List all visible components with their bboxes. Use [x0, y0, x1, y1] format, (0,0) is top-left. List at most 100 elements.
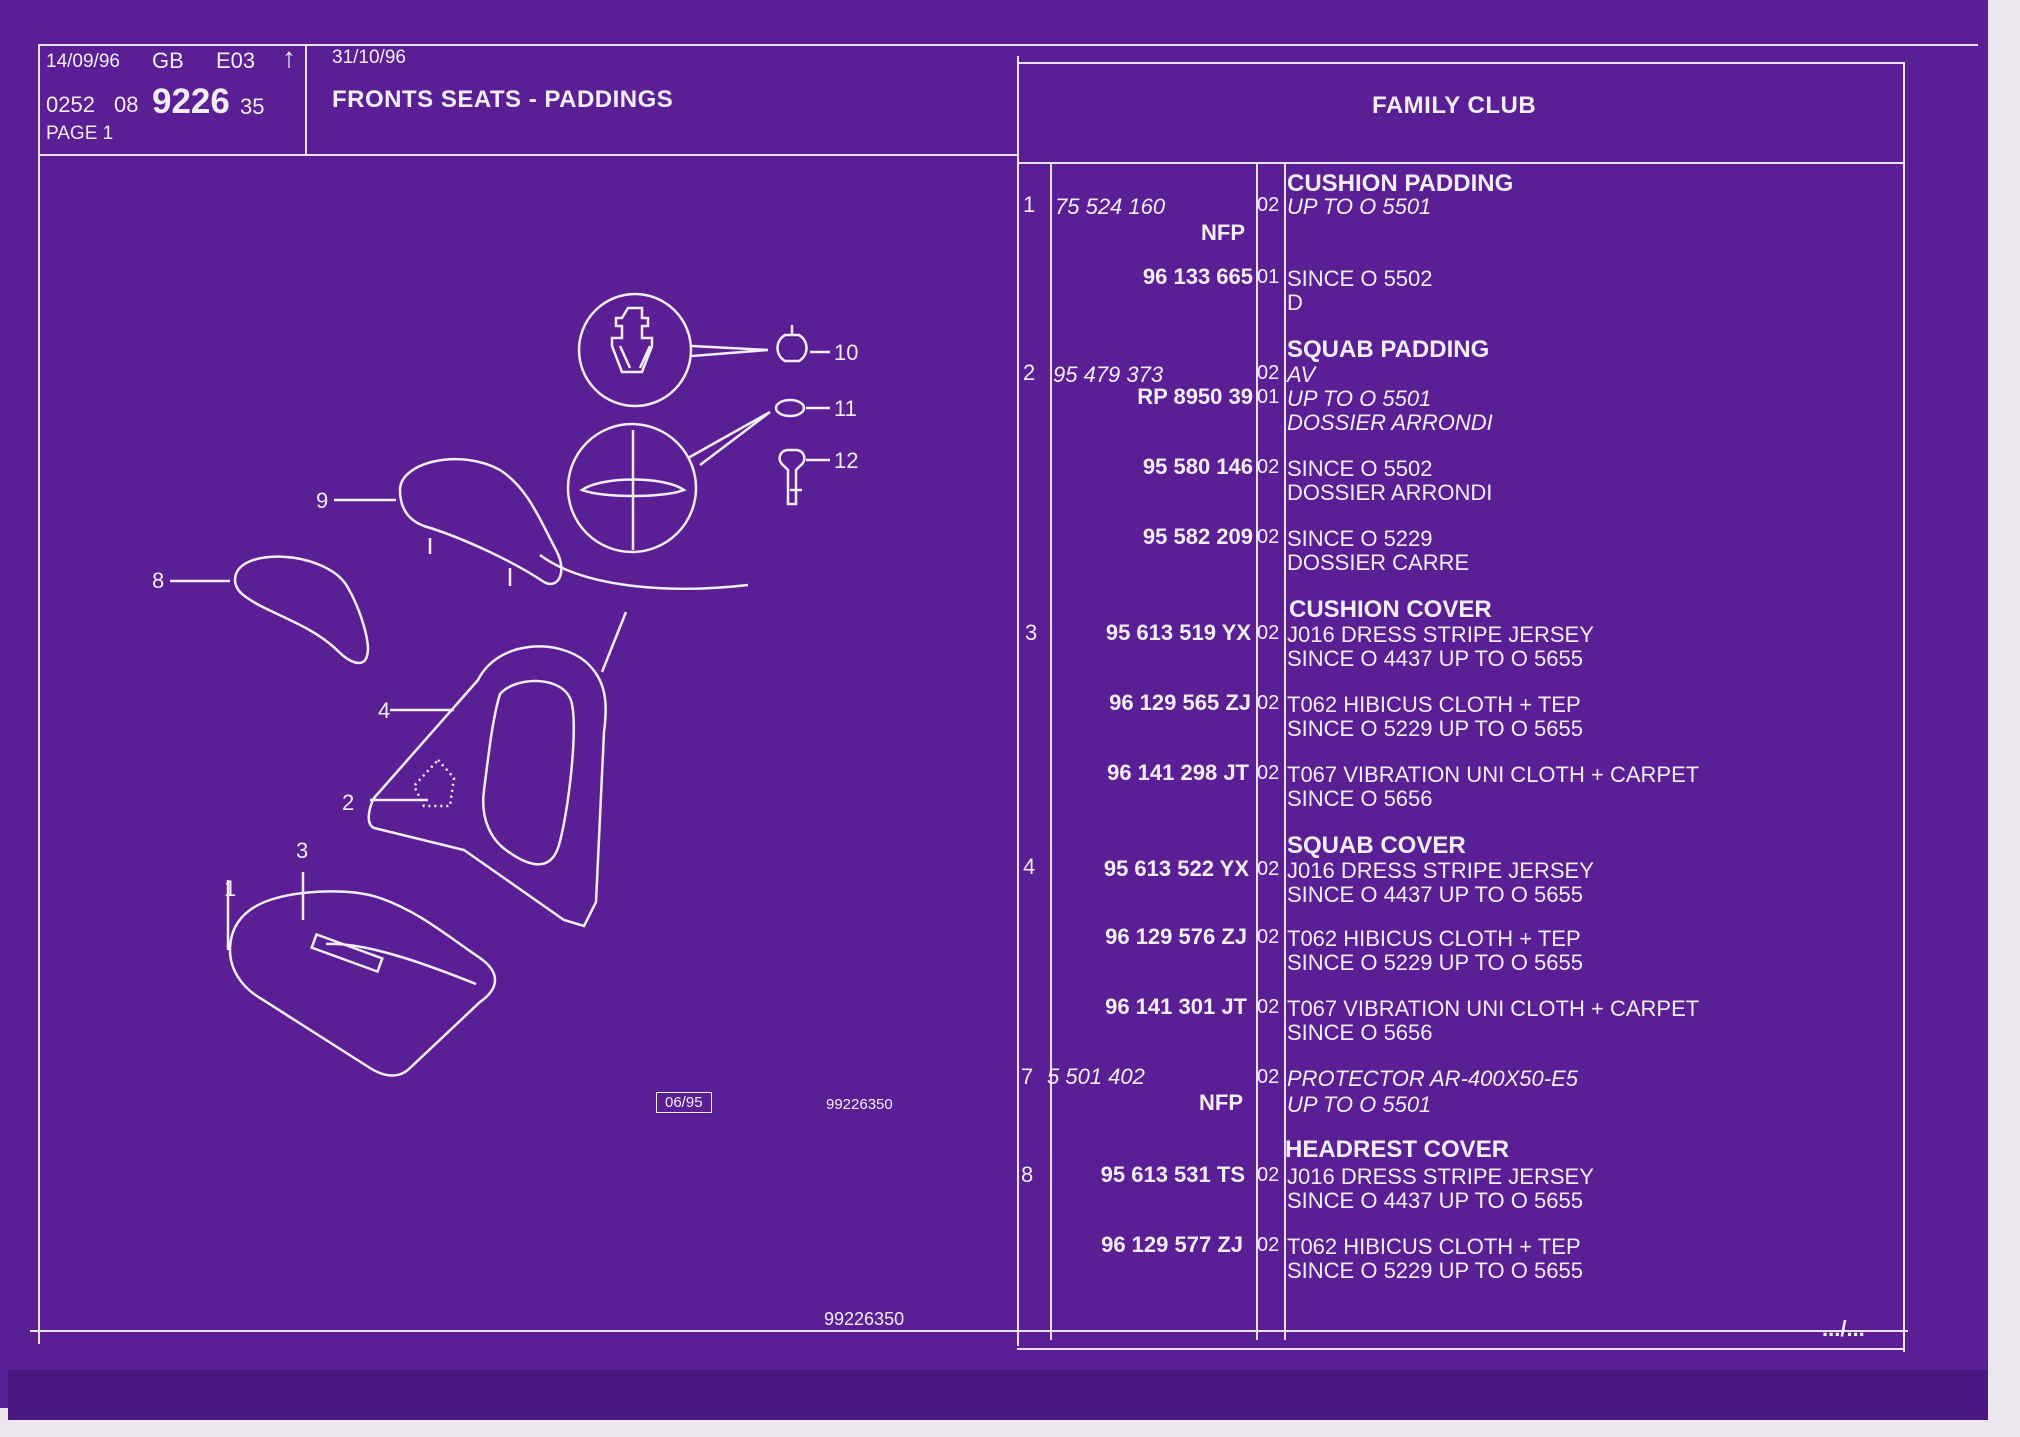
row-line-2: SINCE O 4437 UP TO O 5655	[1287, 1188, 1583, 1213]
row-item: 3	[1025, 620, 1038, 645]
row-item: 8	[1021, 1162, 1034, 1187]
header-divider-2	[1017, 56, 1019, 1346]
row-item: 2	[1023, 360, 1036, 385]
row-line-2: SINCE O 5656	[1287, 1020, 1433, 1045]
row-quantity: 02	[1257, 1066, 1280, 1088]
row-quantity: 02	[1257, 362, 1280, 384]
row-line-2: SINCE O 4437 UP TO O 5655	[1287, 646, 1583, 671]
model-name: FAMILY CLUB	[1372, 92, 1537, 119]
callout-11: 11	[834, 396, 857, 421]
callout-3: 3	[296, 838, 309, 863]
protector-detail-drawing	[579, 430, 687, 550]
cushion-3	[228, 890, 497, 1077]
sheet-edge	[8, 1370, 1988, 1420]
exploded-seat-diagram	[170, 292, 830, 1077]
row-reference: 96 141 301 JT	[1105, 994, 1247, 1019]
row-reference: 96 129 565 ZJ	[1109, 690, 1251, 715]
row-line-2: DOSSIER CARRE	[1287, 550, 1470, 575]
row-nfp: NFP	[1201, 220, 1245, 245]
row-reference: 96 129 576 ZJ	[1105, 924, 1247, 949]
row-reference: 96 129 577 ZJ	[1101, 1232, 1243, 1257]
row-reference: 96 141 298 JT	[1107, 760, 1249, 785]
callout-12: 12	[834, 448, 859, 473]
row-line-1: T067 VIBRATION UNI CLOTH + CARPET	[1287, 762, 1700, 787]
row-reference: 95 582 209	[1142, 524, 1253, 549]
page-bottom-rule-right	[1017, 1348, 1905, 1350]
leader-10	[691, 344, 769, 358]
row-line-2: SINCE O 5656	[1287, 786, 1433, 811]
squab-inner-panel	[481, 679, 575, 866]
headrest-cover-8	[233, 555, 370, 665]
date-issued: 14/09/96	[46, 51, 120, 72]
up-arrow-icon: ↑	[282, 42, 296, 73]
row-reference: RP 8950 39	[1137, 384, 1253, 409]
code-a: 0252	[46, 92, 95, 117]
clip-detail-circle	[577, 292, 693, 408]
header-frame	[38, 44, 1978, 46]
row-quantity: 02	[1257, 692, 1280, 714]
clip-10-icon	[776, 325, 808, 363]
header-right-border	[1903, 62, 1905, 1352]
squab-4	[367, 645, 607, 928]
row-reference: 95 479 373	[1053, 362, 1164, 387]
header-bottom-right	[1017, 162, 1905, 164]
page-number: PAGE 1	[46, 123, 114, 144]
cushion-stripe	[310, 932, 384, 974]
row-reference: 96 133 665	[1142, 264, 1253, 289]
row-line-1: SINCE O 5229	[1287, 526, 1433, 551]
row-line-2: DOSSIER ARRONDI	[1287, 480, 1493, 505]
row-reference: 95 613 519 YX	[1105, 620, 1251, 645]
row-line-2: SINCE O 5229 UP TO O 5655	[1287, 716, 1583, 741]
row-quantity: 01	[1257, 386, 1280, 408]
row-quantity: 02	[1257, 926, 1280, 948]
table-row: CUSHION PADDING 1 75 524 160 02 UP TO O …	[1015, 170, 1915, 245]
header-left-border	[38, 44, 40, 1344]
row-quantity: 02	[1257, 622, 1280, 644]
header-bottom-left	[38, 154, 1018, 156]
headrest-9	[398, 457, 563, 586]
code-main: 9226	[152, 82, 230, 121]
table-col-line-3	[1284, 162, 1286, 1340]
row-item: 7	[1021, 1064, 1034, 1089]
row-reference: 95 580 146	[1142, 454, 1253, 479]
row-nfp: NFP	[1199, 1090, 1243, 1115]
row-line-1: J016 DRESS STRIPE JERSEY	[1287, 1164, 1594, 1189]
callout-1: 1	[224, 876, 237, 901]
code-b: 08	[114, 92, 139, 117]
row-line-1: UP TO O 5501	[1287, 194, 1432, 219]
table-col-line-1	[1050, 162, 1052, 1340]
callout-2: 2	[342, 790, 355, 815]
row-quantity: 02	[1257, 1164, 1280, 1186]
row-line-2: SINCE O 4437 UP TO O 5655	[1287, 882, 1583, 907]
row-line-1: T062 HIBICUS CLOTH + TEP	[1287, 1234, 1581, 1259]
row-line-1: PROTECTOR AR-400X50-E5	[1287, 1066, 1578, 1091]
row-quantity: 02	[1257, 456, 1280, 478]
clip-detail-drawing	[610, 306, 654, 374]
diagram-drawing-ref: 99226350	[826, 1096, 893, 1113]
row-line-2: SINCE O 5229 UP TO O 5655	[1287, 1258, 1583, 1283]
row-line-2: DOSSIER ARRONDI	[1287, 410, 1493, 435]
row-item: 4	[1023, 854, 1036, 879]
callout-10: 10	[834, 340, 859, 365]
row-line-1: T062 HIBICUS CLOTH + TEP	[1287, 926, 1581, 951]
protector-detail-circle	[566, 422, 698, 554]
row-reference: 75 524 160	[1055, 194, 1166, 219]
row-quantity: 02	[1257, 858, 1280, 880]
row-heading: HEADREST COVER	[1285, 1136, 1510, 1163]
row-heading: CUSHION PADDING	[1287, 170, 1514, 197]
row-line-2: UP TO O 5501	[1287, 1092, 1432, 1117]
row-heading: CUSHION COVER	[1289, 596, 1492, 623]
callout-4: 4	[378, 698, 391, 723]
grommet-11-icon	[774, 398, 806, 418]
row-line-1: J016 DRESS STRIPE JERSEY	[1287, 622, 1594, 647]
row-line-2: D	[1287, 290, 1303, 315]
callout-9: 9	[316, 488, 329, 513]
row-quantity: 01	[1257, 266, 1280, 288]
header-divider-1	[305, 44, 307, 156]
headrest-guide-arc	[539, 553, 749, 590]
callout-8: 8	[152, 568, 165, 593]
header-top-right	[1017, 62, 1905, 64]
catalog-sheet	[0, 0, 1988, 1408]
row-heading: SQUAB COVER	[1287, 832, 1466, 859]
leader-11	[687, 410, 771, 466]
